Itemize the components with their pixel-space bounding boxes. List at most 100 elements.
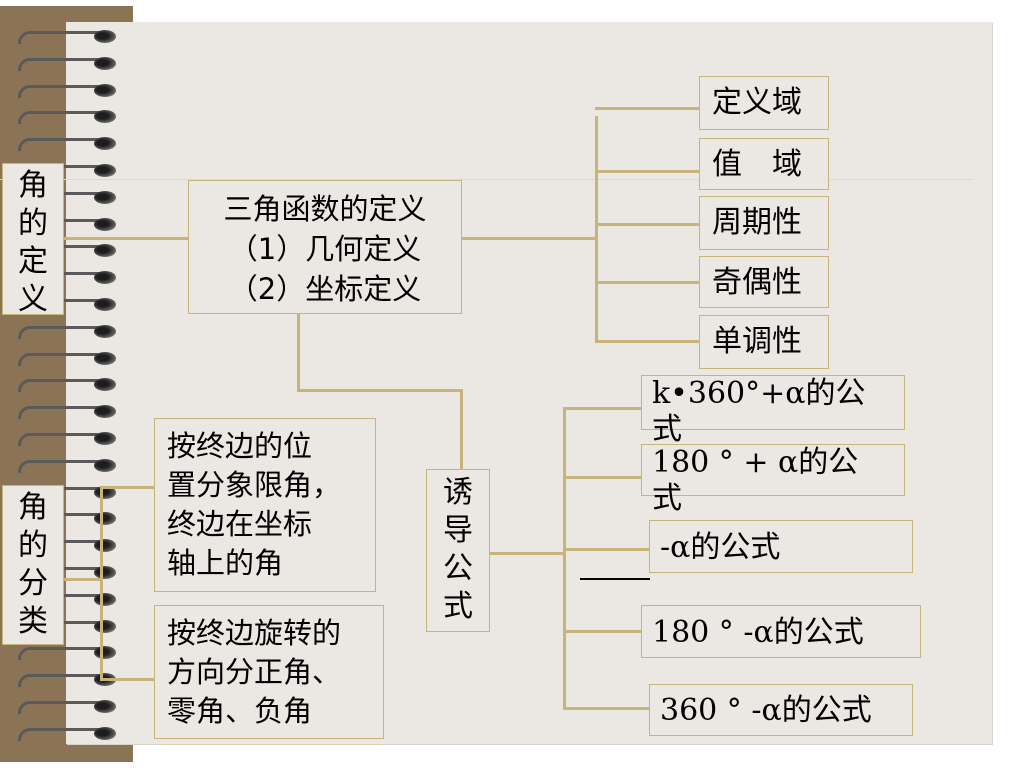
connector bbox=[563, 476, 641, 479]
connector bbox=[563, 407, 641, 410]
binding-ring bbox=[18, 108, 116, 128]
ring-wire bbox=[18, 325, 101, 339]
binding-ring bbox=[18, 135, 116, 155]
ring-hole bbox=[94, 646, 116, 660]
ring-hole bbox=[94, 137, 116, 151]
dash-mark bbox=[580, 578, 650, 580]
ring-wire bbox=[18, 31, 101, 44]
classification-line: 按终边旋转的 bbox=[167, 616, 342, 650]
angle-classification-text: 角的分类 bbox=[18, 490, 48, 639]
ring-hole bbox=[94, 244, 116, 258]
binding-ring bbox=[18, 698, 116, 718]
binding-ring bbox=[18, 403, 116, 423]
classification-line: 终边在坐标 bbox=[167, 507, 313, 541]
formula-neg-alpha: -α的公式 bbox=[649, 520, 913, 573]
connector bbox=[62, 578, 102, 581]
page-rule-line bbox=[0, 179, 974, 180]
ring-hole bbox=[94, 164, 116, 177]
classification-line: 置分象限角， bbox=[167, 468, 342, 502]
ring-hole bbox=[94, 217, 116, 231]
ring-wire bbox=[18, 647, 101, 661]
angle-definition-label: 角的定义 bbox=[2, 163, 64, 317]
ring-hole bbox=[94, 592, 116, 606]
classification-line: 轴上的角 bbox=[167, 546, 284, 580]
ring-wire bbox=[18, 701, 101, 714]
binding-ring bbox=[18, 376, 116, 396]
property-label: 周期性 bbox=[712, 205, 802, 240]
connector bbox=[595, 107, 699, 110]
binding-ring bbox=[18, 55, 116, 75]
property-parity: 奇偶性 bbox=[699, 256, 829, 308]
trig-definition-box: 三角函数的定义 （1）几何定义 （2）坐标定义 bbox=[188, 180, 462, 314]
classification-line: 方向分正角、 bbox=[167, 655, 342, 689]
binding-ring bbox=[18, 725, 116, 745]
binding-ring bbox=[18, 350, 116, 370]
ring-hole bbox=[94, 512, 116, 526]
ring-wire bbox=[18, 352, 101, 366]
induction-formula-text: 诱导公式 bbox=[443, 475, 473, 624]
connector bbox=[100, 486, 103, 681]
connector bbox=[297, 389, 463, 392]
connector bbox=[595, 281, 699, 284]
formula-text: 180 ° + α的公式 bbox=[652, 445, 859, 516]
property-label: 单调性 bbox=[712, 324, 802, 359]
ring-wire bbox=[18, 406, 101, 420]
connector bbox=[595, 170, 699, 173]
binding-ring bbox=[18, 28, 116, 48]
ring-hole bbox=[94, 726, 116, 740]
connector bbox=[595, 340, 699, 343]
connector bbox=[595, 116, 598, 343]
ring-hole bbox=[94, 190, 116, 204]
ring-wire bbox=[18, 84, 101, 98]
ring-hole bbox=[94, 351, 116, 365]
ring-hole bbox=[94, 56, 116, 70]
coordinate-definition: （2）坐标定义 bbox=[228, 272, 422, 306]
formula-text: -α的公式 bbox=[660, 530, 781, 565]
connector bbox=[62, 237, 188, 240]
binding-ring bbox=[18, 644, 116, 664]
property-periodicity: 周期性 bbox=[699, 196, 829, 250]
property-domain: 定义域 bbox=[699, 76, 829, 130]
connector bbox=[563, 630, 641, 633]
connector bbox=[100, 678, 154, 681]
binding-ring bbox=[18, 82, 116, 102]
ring-wire bbox=[18, 727, 101, 741]
binding-ring bbox=[18, 671, 116, 691]
binding-ring bbox=[18, 457, 116, 477]
ring-hole bbox=[94, 271, 116, 285]
formula-text: 180 ° -α的公式 bbox=[652, 615, 864, 650]
angle-definition-text: 角的定义 bbox=[18, 168, 48, 317]
ring-wire bbox=[18, 379, 101, 393]
ring-hole bbox=[94, 324, 116, 338]
formula-360-minus-alpha: 360 ° -α的公式 bbox=[649, 684, 913, 736]
ring-hole bbox=[94, 432, 116, 445]
property-label: 值 域 bbox=[712, 147, 802, 182]
connector bbox=[563, 707, 649, 710]
classification-by-position: 按终边的位 置分象限角， 终边在坐标 轴上的角 bbox=[154, 418, 376, 592]
ring-hole bbox=[94, 405, 116, 419]
angle-classification-label: 角的分类 bbox=[2, 485, 64, 645]
ring-hole bbox=[94, 298, 116, 311]
ring-hole bbox=[94, 378, 116, 392]
binding-ring bbox=[18, 430, 116, 450]
formula-180-plus-alpha: 180 ° + α的公式 bbox=[641, 444, 905, 516]
binding-ring bbox=[18, 323, 116, 343]
induction-formula-box: 诱导公式 bbox=[426, 469, 490, 632]
property-range: 值 域 bbox=[699, 138, 829, 190]
formula-text: 360 ° -α的公式 bbox=[660, 693, 872, 728]
ring-wire bbox=[18, 459, 101, 473]
trig-definition-title: 三角函数的定义 bbox=[223, 192, 427, 226]
ring-wire bbox=[18, 433, 101, 446]
classification-line: 按终边的位 bbox=[167, 429, 313, 463]
connector bbox=[460, 389, 463, 469]
ring-hole bbox=[94, 458, 116, 472]
ring-hole bbox=[94, 110, 116, 124]
property-label: 奇偶性 bbox=[712, 265, 802, 300]
ring-hole bbox=[94, 619, 116, 633]
ring-hole bbox=[94, 700, 116, 713]
formula-180-minus-alpha: 180 ° -α的公式 bbox=[641, 605, 921, 658]
connector bbox=[563, 407, 566, 709]
ring-hole bbox=[94, 83, 116, 97]
ring-hole bbox=[94, 539, 116, 553]
ring-wire bbox=[18, 111, 101, 125]
